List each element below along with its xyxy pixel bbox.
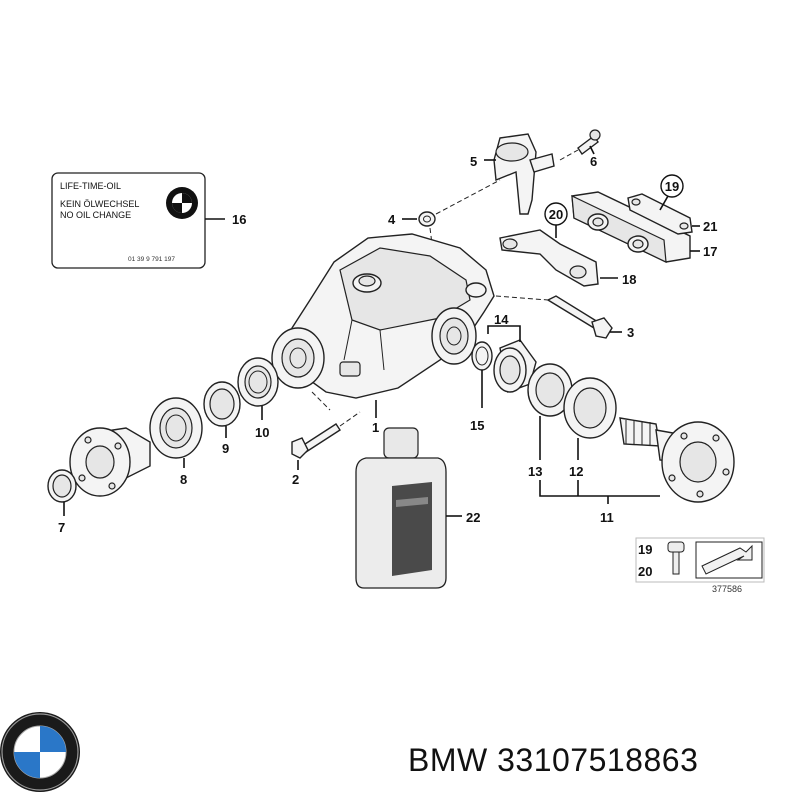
callout-2: 2 [292, 472, 299, 487]
arrow-icon [701, 544, 753, 575]
rubber-mount [571, 191, 691, 263]
callout-3: 3 [627, 325, 634, 340]
spacer-ring-13 [527, 363, 573, 417]
seal-ring-10 [237, 357, 279, 407]
o-ring-15 [471, 341, 493, 371]
callout-20: 20 [549, 207, 563, 222]
callout-10: 10 [255, 425, 269, 440]
bolt-icon [667, 541, 685, 575]
callout-8: 8 [180, 472, 187, 487]
callout-4: 4 [388, 212, 396, 227]
mount-plate [627, 193, 693, 235]
callout-7: 7 [58, 520, 65, 535]
seal-ring-7 [47, 469, 77, 503]
callout-17: 17 [703, 244, 717, 259]
nut-4 [418, 211, 436, 227]
diagram-number: 377586 [712, 584, 742, 594]
output-shaft-flange [619, 417, 735, 503]
bolt-2 [291, 423, 341, 459]
bolt-3 [546, 295, 613, 339]
shim-ring-12 [563, 377, 617, 439]
input-flange [69, 427, 151, 497]
legend-19: 19 [638, 542, 652, 557]
bolt-6 [577, 134, 599, 156]
seal-ring-8 [149, 397, 203, 459]
oil-bottle [355, 427, 447, 589]
callout-13: 13 [528, 464, 542, 479]
bearing-14 [493, 339, 537, 393]
label-part-code: 01 39 9 791 197 [128, 256, 175, 263]
callout-6: 6 [590, 154, 597, 169]
callout-15: 15 [470, 418, 484, 433]
bmw-logo-icon [0, 712, 80, 792]
label-line-2: KEIN ÖLWECHSEL [60, 199, 139, 209]
oil-label-sticker: LIFE-TIME-OIL KEIN ÖLWECHSEL NO OIL CHAN… [51, 172, 206, 269]
callout-5: 5 [470, 154, 477, 169]
callout-16: 16 [232, 212, 246, 227]
callout-11: 11 [600, 510, 614, 525]
label-line-3: NO OIL CHANGE [60, 210, 131, 220]
reference-legend: 19 20 [635, 537, 765, 583]
brand-part-caption: BMW 33107518863 [408, 742, 699, 778]
callout-18: 18 [622, 272, 636, 287]
label-logo-icon [166, 187, 198, 219]
callout-1: 1 [372, 420, 379, 435]
callout-22: 22 [466, 510, 480, 525]
callout-21: 21 [703, 219, 717, 234]
callout-12: 12 [569, 464, 583, 479]
shim-ring-9 [203, 381, 241, 427]
legend-20: 20 [638, 564, 652, 579]
callout-19: 19 [665, 179, 679, 194]
rear-bracket [499, 229, 599, 287]
label-line-1: LIFE-TIME-OIL [60, 181, 121, 191]
differential-housing [271, 233, 495, 399]
callout-9: 9 [222, 441, 229, 456]
mount-bracket [493, 133, 555, 215]
callout-14: 14 [494, 312, 509, 327]
